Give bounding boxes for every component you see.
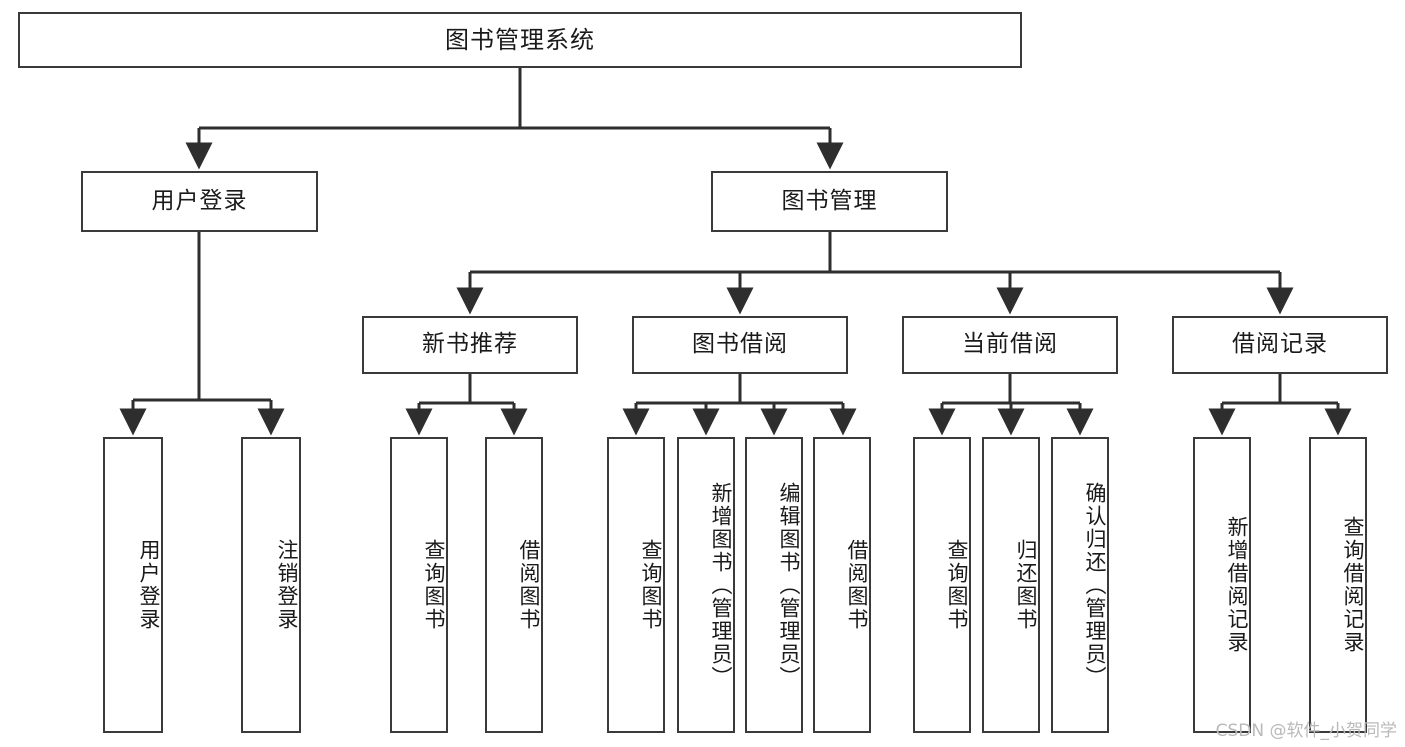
node-label: 查询图书 [945, 539, 969, 631]
node-label: 查询图书 [422, 539, 446, 631]
node-label: 用户登录 [137, 539, 161, 631]
node-current-borrow[interactable]: 当前借阅 [902, 316, 1118, 374]
node-label: 查询借阅记录 [1341, 516, 1365, 654]
node-label: 新增图书（管理员） [709, 481, 733, 689]
node-label: 确认归还（管理员） [1083, 481, 1107, 689]
node-borrow-record[interactable]: 借阅记录 [1172, 316, 1388, 374]
leaf-current-confirm-return-admin[interactable]: 确认归还（管理员） [1051, 437, 1109, 733]
node-label: 新增借阅记录 [1225, 516, 1249, 654]
node-label: 图书管理系统 [445, 25, 595, 54]
node-label: 注销登录 [275, 539, 299, 631]
node-user-login[interactable]: 用户登录 [81, 171, 318, 232]
node-label: 借阅记录 [1232, 331, 1328, 358]
node-root-book-management-system[interactable]: 图书管理系统 [18, 12, 1022, 68]
node-label: 归还图书 [1014, 539, 1038, 631]
leaf-user-login-logout[interactable]: 注销登录 [241, 437, 301, 733]
node-new-book-recommend[interactable]: 新书推荐 [362, 316, 578, 374]
node-label: 借阅图书 [845, 539, 869, 631]
leaf-recommend-query-book[interactable]: 查询图书 [390, 437, 448, 733]
node-label: 当前借阅 [962, 331, 1058, 358]
leaf-borrow-query-book[interactable]: 查询图书 [607, 437, 665, 733]
node-label: 图书管理 [781, 187, 878, 214]
node-label: 新书推荐 [422, 331, 518, 358]
node-label: 查询图书 [639, 539, 663, 631]
leaf-record-query-record[interactable]: 查询借阅记录 [1309, 437, 1367, 733]
csdn-watermark: CSDN @软件_小贺同学 [1215, 721, 1397, 741]
leaf-recommend-borrow-book[interactable]: 借阅图书 [485, 437, 543, 733]
leaf-current-query-book[interactable]: 查询图书 [913, 437, 971, 733]
node-label: 用户登录 [151, 187, 248, 214]
node-book-management[interactable]: 图书管理 [711, 171, 948, 232]
node-label: 借阅图书 [517, 539, 541, 631]
leaf-borrow-add-book-admin[interactable]: 新增图书（管理员） [677, 437, 735, 733]
node-book-borrow[interactable]: 图书借阅 [632, 316, 848, 374]
leaf-current-return-book[interactable]: 归还图书 [982, 437, 1040, 733]
leaf-borrow-edit-book-admin[interactable]: 编辑图书（管理员） [745, 437, 803, 733]
node-label: 编辑图书（管理员） [777, 481, 801, 689]
leaf-record-add-record[interactable]: 新增借阅记录 [1193, 437, 1251, 733]
leaf-borrow-borrow-book[interactable]: 借阅图书 [813, 437, 871, 733]
node-label: 图书借阅 [692, 331, 788, 358]
leaf-user-login-login[interactable]: 用户登录 [103, 437, 163, 733]
